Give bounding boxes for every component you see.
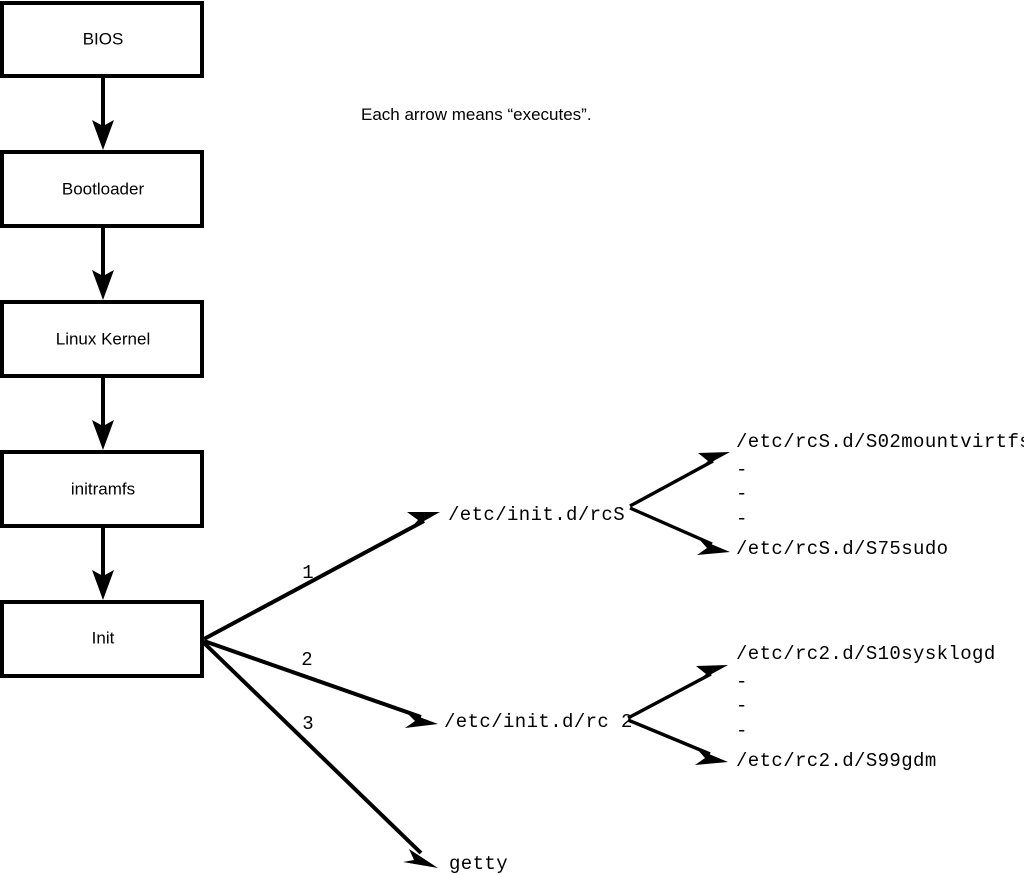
initramfs-box [0, 450, 204, 528]
arrow-bootloader-to-kernel [92, 228, 114, 300]
init-label: Init [92, 628, 115, 647]
initramfs-label: initramfs [71, 479, 135, 498]
rc2-script-last[interactable]: /etc/rc2.d/S99gdm [736, 750, 937, 772]
arrow-rc2-to-last-script [627, 718, 728, 765]
arrow-rcs-to-last-script [629, 506, 730, 555]
rcs-script-last[interactable]: /etc/rcS.d/S75sudo [736, 538, 948, 560]
bootloader-box [0, 150, 204, 228]
node-initramfs[interactable]: initramfs [0, 450, 204, 528]
rcs-ellipsis-dash-2: - [736, 483, 747, 505]
linux-kernel-box [0, 300, 204, 378]
diagram-caption: Each arrow means “executes”. [361, 105, 592, 124]
arrow-rcs-to-first-script [629, 452, 730, 508]
node-init[interactable]: Init [0, 600, 204, 678]
bios-box [0, 1, 204, 78]
node-getty[interactable]: getty [449, 853, 508, 875]
node-linux-kernel[interactable]: Linux Kernel [0, 300, 204, 378]
arrow-rc2-to-first-script [627, 665, 728, 720]
arrow-bios-to-bootloader [92, 78, 114, 150]
rc2-script-first[interactable]: /etc/rc2.d/S10sysklogd [736, 643, 996, 665]
arrow-init-branch-1 [203, 512, 440, 641]
init-box [0, 600, 204, 678]
node-bootloader[interactable]: Bootloader [0, 150, 204, 228]
rcs-script-first[interactable]: /etc/rcS.d/S02mountvirtfs [736, 431, 1024, 453]
bios-label: BIOS [83, 29, 124, 48]
branch-1-number: 1 [302, 562, 313, 584]
node-etc-initd-rc2[interactable]: /etc/init.d/rc 2 [444, 711, 633, 733]
branch-2-number: 2 [301, 649, 312, 671]
arrow-init-branch-3 [202, 641, 438, 868]
node-bios[interactable]: BIOS [0, 1, 204, 78]
rcs-ellipsis-dash-1: - [736, 459, 747, 481]
rc2-ellipsis-dash-1: - [736, 671, 747, 693]
arrow-init-branch-2 [203, 639, 438, 728]
rc2-ellipsis-dash-3: - [736, 720, 747, 742]
arrow-initramfs-to-init [92, 528, 114, 600]
branch-3-number: 3 [302, 713, 313, 735]
arrow-kernel-to-initramfs [92, 378, 114, 450]
node-etc-initd-rcs[interactable]: /etc/init.d/rcS [448, 504, 625, 526]
rcs-ellipsis-dash-3: - [736, 508, 747, 530]
linux-kernel-label: Linux Kernel [56, 329, 151, 348]
rc2-ellipsis-dash-2: - [736, 695, 747, 717]
bootloader-label: Bootloader [62, 179, 145, 198]
